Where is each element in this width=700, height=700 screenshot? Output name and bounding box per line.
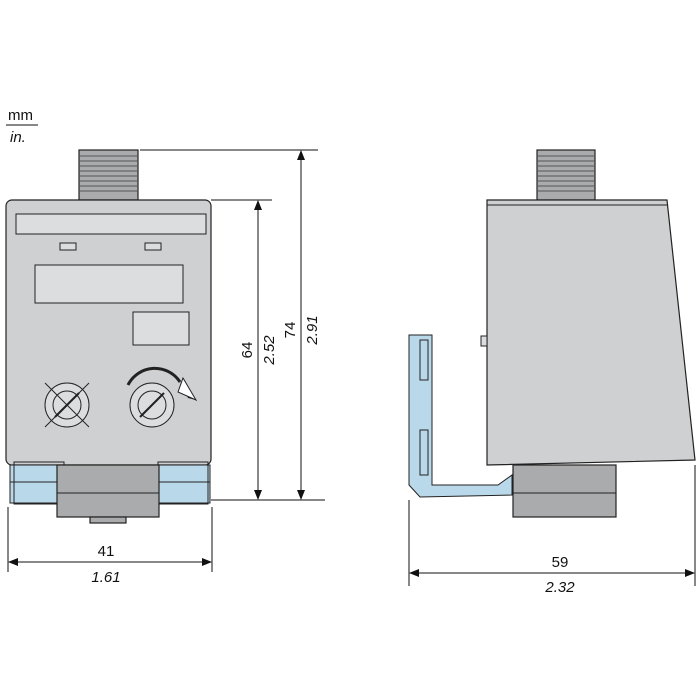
dim-59-label: 59 — [552, 554, 569, 571]
right-screw — [126, 366, 198, 428]
dim-74-label: 74 — [282, 322, 299, 339]
label-strip — [15, 213, 207, 235]
dim-front-width: 41 1.61 — [8, 543, 212, 586]
small-window — [132, 311, 190, 346]
side-body — [486, 199, 696, 466]
dim-64-label: 64 — [239, 342, 256, 359]
unit-mm-label: mm — [8, 107, 33, 124]
left-screw — [44, 382, 90, 428]
units-legend: mm in. — [6, 107, 38, 146]
led-left — [59, 242, 77, 251]
unit-in-label: in. — [10, 129, 26, 146]
side-bottom-connector — [512, 464, 617, 518]
led-right — [144, 242, 162, 251]
dim-side-depth: 59 2.32 — [409, 554, 695, 596]
dim-total-height: 74 2.91 — [282, 150, 321, 500]
display-window — [34, 264, 184, 304]
dim-body-height: 64 2.52 — [239, 200, 278, 500]
mounting-bracket — [408, 334, 513, 498]
top-connector — [78, 149, 139, 201]
dim-1-61-label: 1.61 — [91, 569, 120, 586]
bottom-connector — [56, 464, 160, 518]
dim-41-label: 41 — [98, 543, 115, 560]
dim-2-32-label: 2.32 — [544, 579, 575, 596]
dim-2-91-label: 2.91 — [304, 315, 321, 345]
side-view — [408, 149, 696, 518]
front-extension-lines — [7, 149, 325, 572]
side-top-connector — [536, 149, 596, 201]
dim-2-52-label: 2.52 — [261, 335, 278, 366]
front-view — [5, 149, 212, 524]
